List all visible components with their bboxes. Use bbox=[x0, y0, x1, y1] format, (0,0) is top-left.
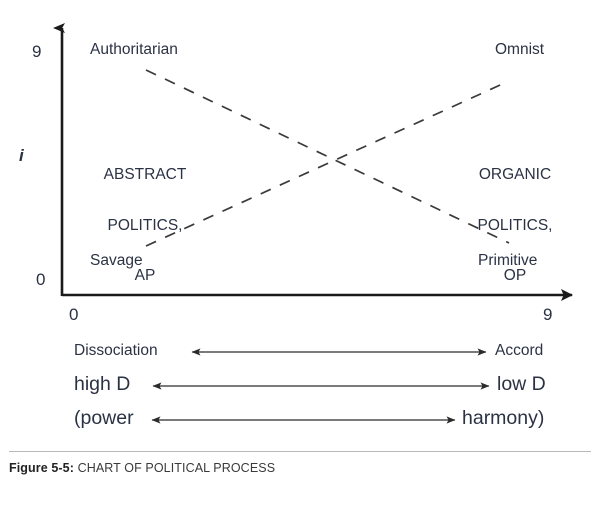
label-abstract-politics-line1: ABSTRACT bbox=[103, 166, 187, 184]
x-axis-max-label: 9 bbox=[543, 305, 553, 324]
label-abstract-politics-line2: POLITICS, bbox=[107, 216, 183, 234]
scale-label-dissociation: Dissociation bbox=[74, 342, 158, 359]
label-savage: Savage bbox=[90, 252, 143, 269]
y-axis-max-label: 9 bbox=[32, 42, 42, 61]
scale-label-power: (power bbox=[74, 407, 134, 429]
label-organic-politics-line2: POLITICS, bbox=[477, 216, 553, 234]
caption-divider bbox=[9, 451, 591, 452]
label-abstract-politics-line3: AP bbox=[134, 266, 156, 284]
y-axis-variable-label: i bbox=[19, 146, 24, 165]
label-authoritarian: Authoritarian bbox=[90, 41, 178, 58]
figure-caption-number: Figure 5-5: bbox=[9, 461, 74, 475]
scale-label-harmony: harmony) bbox=[462, 407, 545, 429]
scale-label-high-d: high D bbox=[74, 373, 131, 395]
label-organic-politics-line1: ORGANIC bbox=[478, 166, 552, 184]
figure-caption: Figure 5-5: CHART OF POLITICAL PROCESS bbox=[9, 461, 275, 475]
scale-label-accord: Accord bbox=[495, 342, 544, 359]
label-organic-politics: ORGANIC POLITICS, OP bbox=[455, 134, 575, 318]
figure-caption-title: CHART OF POLITICAL PROCESS bbox=[74, 461, 276, 475]
label-abstract-politics: ABSTRACT POLITICS, AP bbox=[85, 134, 205, 318]
y-axis-min-label: 0 bbox=[36, 270, 46, 289]
x-axis-min-label: 0 bbox=[69, 305, 79, 324]
label-primitive: Primitive bbox=[478, 252, 538, 269]
scale-label-low-d: low D bbox=[497, 373, 546, 395]
label-organic-politics-line3: OP bbox=[503, 266, 527, 284]
label-omnist: Omnist bbox=[495, 41, 545, 58]
